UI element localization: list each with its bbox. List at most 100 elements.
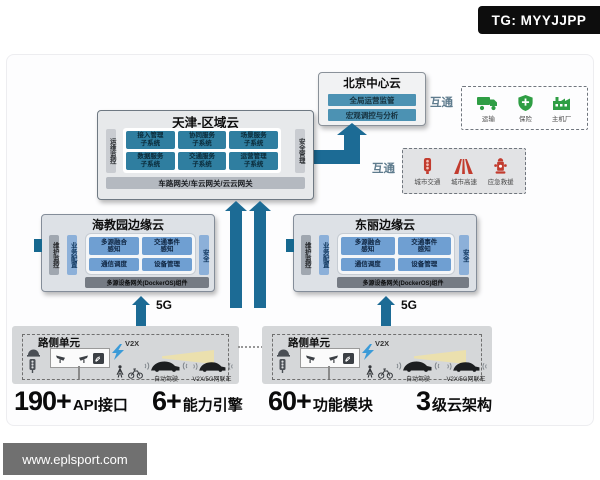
car-autonomous-icon [144, 359, 188, 372]
cyclist-icon [378, 368, 393, 379]
interop-label-top: 互通 [430, 97, 453, 109]
roadside-panel-left: 路侧单元 V2X 自动驾驶 V2X/5G网联车 [12, 326, 239, 384]
traffic-light-small-icon [279, 359, 286, 373]
stat-modules: 60+ 功能模块 [268, 386, 373, 416]
pedestrian-icon [116, 365, 124, 378]
tg-badge: TG: MYYJJPP [478, 6, 600, 34]
arrow-shaft-left [230, 210, 242, 308]
edge-left-config-bar: 业务配置 [67, 235, 77, 275]
module-device-mgmt: 设备管理 [397, 258, 451, 271]
interop-label-mid: 互通 [372, 163, 395, 175]
edge-left-module-grid: 多源融合感知 交通事件感知 通信调度 设备管理 [85, 233, 196, 275]
lightning-bolt-icon [112, 344, 124, 360]
subsystem-scene: 场景服务子系统 [229, 131, 278, 149]
module-fusion-perception: 多源融合感知 [341, 237, 395, 256]
tianjin-ops-monitor-bar: 运维监控 [106, 129, 116, 173]
module-fusion-perception: 多源融合感知 [89, 237, 139, 256]
beijing-bar-ops: 全局运营监管 [328, 94, 416, 106]
interop-item-insurance: 保险 [518, 95, 533, 123]
tianjin-subsystem-grid: 接入管理子系统 协同服务子系统 场景服务子系统 数据服务子系统 交通服务子系统 … [123, 128, 281, 173]
car-autonomous-icon [396, 359, 440, 372]
edge-right-gateway-bar: 多源设备网关(DockerOS)组件 [337, 277, 469, 288]
beijing-central-cloud-box: 北京中心云 全局运营监管 宏观调控与分析 [318, 72, 426, 126]
beijing-bar-analysis: 宏观调控与分析 [328, 109, 416, 121]
arrow-shaft-vertical [344, 134, 360, 152]
v2x-label: V2X [375, 339, 390, 348]
stat-cloud-levels: 3 级云架构 [416, 386, 493, 416]
interop-mid-box: 城市交通 城市高速 应急救援 [402, 148, 526, 194]
interop-item-city-traffic: 城市交通 [414, 158, 440, 186]
connector-nub [34, 239, 42, 252]
module-event-perception: 交通事件感知 [397, 237, 451, 256]
car-connected-label: V2X/5G网联车 [446, 377, 486, 383]
subsystem-collab: 协同服务子系统 [177, 131, 227, 149]
interop-item-label: 应急救援 [487, 179, 514, 186]
haijiaoyuan-edge-cloud-box: 海教园边缘云 维护监控 业务配置 多源融合感知 交通事件感知 通信调度 设备管理… [34, 214, 215, 292]
module-comm-dispatch: 通信调度 [89, 258, 139, 271]
tianjin-security-bar: 安全管理 [295, 129, 305, 173]
interop-item-transport: 运输 [477, 96, 499, 123]
interop-item-label: 城市交通 [414, 179, 441, 186]
module-device-mgmt: 设备管理 [142, 258, 192, 271]
dotted-connector [238, 346, 263, 348]
car-autonomous-label: 自动驾驶 [153, 377, 178, 383]
interop-item-label: 城市高速 [450, 178, 477, 186]
interop-item-label: 运输 [481, 115, 495, 123]
dome-camera-icon [27, 348, 40, 357]
subsystem-traffic: 交通服务子系统 [177, 152, 227, 170]
rsu-dashed-box [22, 334, 229, 380]
cyclist-icon [128, 368, 143, 379]
edge-right-config-bar: 业务配置 [319, 235, 329, 275]
edge-left-title: 海教园边缘云 [91, 218, 164, 232]
subsystem-data: 数据服务子系统 [126, 152, 175, 170]
interop-item-highway: 城市高速 [450, 158, 477, 186]
car-connected-label: V2X/5G网联车 [192, 377, 232, 383]
stat-api: 190+ API接口 [14, 386, 128, 416]
sensor-box [50, 348, 110, 368]
radar-sign-icon [92, 352, 104, 364]
interop-top-box: 运输 保险 主机厂 [461, 86, 588, 130]
cctv-camera-icon [306, 353, 319, 363]
highway-icon [454, 158, 474, 174]
subsystem-operation: 运营管理子系统 [229, 152, 278, 170]
arrow-5g-left-icon [132, 296, 150, 305]
edge-right-title: 东丽边缘云 [354, 218, 415, 232]
module-comm-dispatch: 通信调度 [341, 258, 395, 271]
arrow-5g-right-icon [377, 296, 395, 305]
v2x-label: V2X [125, 339, 140, 348]
connector-nub [286, 239, 294, 252]
radar-sign-icon [342, 352, 354, 364]
interop-item-emergency: 应急救援 [488, 158, 514, 186]
car-connected-icon [192, 360, 234, 372]
shield-icon [518, 95, 533, 111]
arrow-5g-left-shaft [136, 304, 146, 326]
traffic-light-icon [423, 158, 432, 174]
rsu-pole [78, 366, 80, 379]
beijing-cloud-title: 北京中心云 [343, 78, 401, 90]
edge-right-module-grid: 多源融合感知 交通事件感知 通信调度 设备管理 [337, 233, 455, 275]
stat-engines: 6+ 能力引擎 [152, 386, 243, 416]
roadside-panel-right: 路侧单元 V2X 自动驾驶 V2X/5G网联车 [262, 326, 492, 384]
cctv-camera-icon [75, 353, 88, 363]
truck-icon [477, 96, 499, 111]
tianjin-cloud-title: 天津-区域云 [172, 116, 239, 130]
car-autonomous-label: 自动驾驶 [405, 377, 430, 383]
rsu-title: 路侧单元 [288, 337, 330, 349]
interop-item-label: 主机厂 [551, 115, 572, 123]
arrow-up-to-beijing-icon [337, 123, 367, 135]
hydrant-icon [494, 158, 507, 174]
rsu-dashed-box [272, 334, 482, 380]
dome-camera-icon [277, 348, 290, 357]
arrow-up-right-icon [249, 201, 271, 211]
edge-left-maintain-bar: 维护监控 [49, 235, 59, 275]
edge-right-security-bar: 安全 [459, 235, 469, 275]
rsu-title: 路侧单元 [38, 337, 80, 349]
arrow-shaft-horizontal [312, 150, 360, 164]
g5-right-label: 5G [401, 298, 418, 312]
lightning-bolt-icon [362, 344, 374, 360]
dongli-edge-cloud-box: 东丽边缘云 维护监控 业务配置 多源融合感知 交通事件感知 通信调度 设备管理 … [286, 214, 477, 292]
edge-right-maintain-bar: 维护监控 [301, 235, 311, 275]
interop-item-label: 保险 [518, 116, 532, 123]
factory-icon [552, 96, 572, 111]
